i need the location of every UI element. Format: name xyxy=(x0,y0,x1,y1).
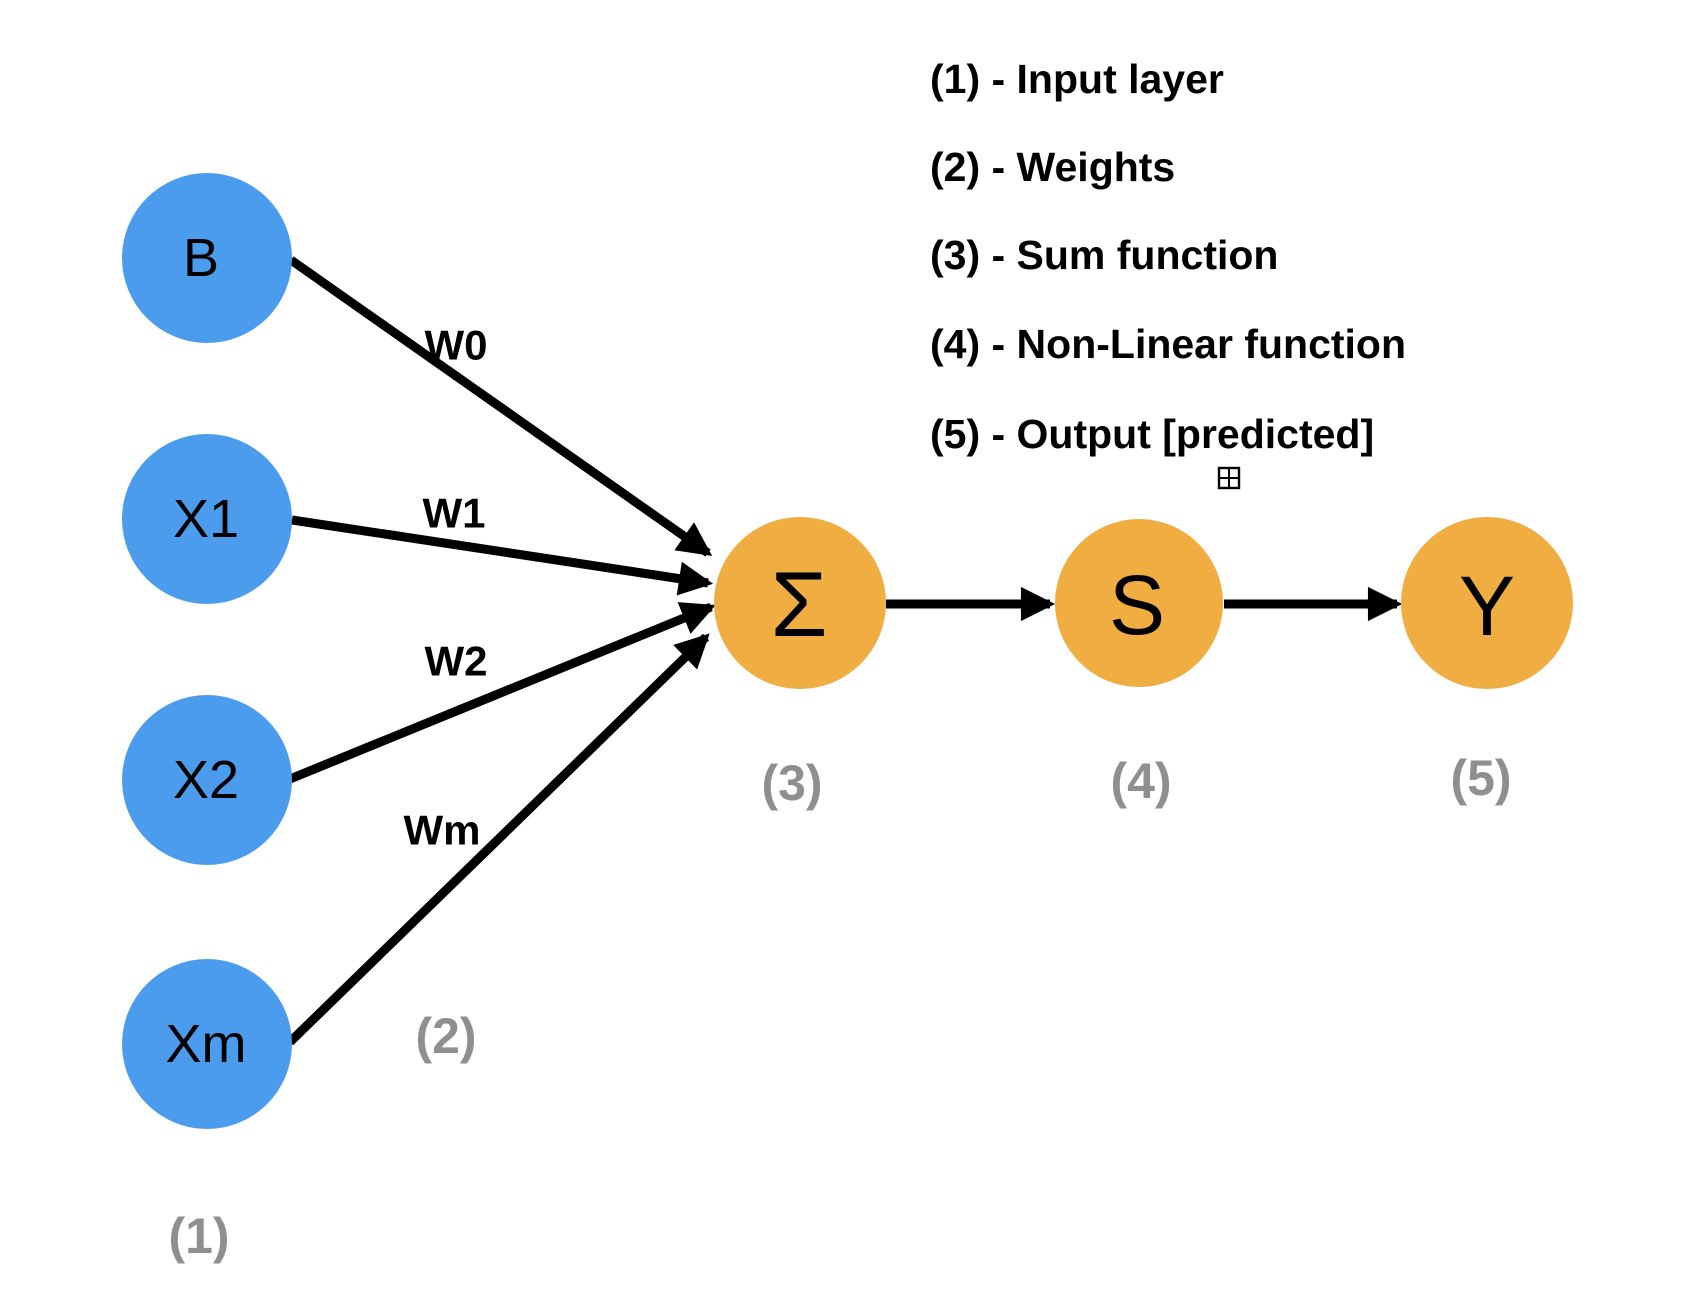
sum-node: Σ xyxy=(714,517,886,689)
input-node-xm-circle xyxy=(122,959,292,1129)
output-node-label: Y xyxy=(1459,559,1515,653)
legend-item-weights: (2) - Weights xyxy=(930,144,1175,190)
input-node-x1-label: X1 xyxy=(173,489,239,549)
boxed-plus-icon[interactable] xyxy=(1217,466,1241,490)
legend-item-output-predicted: (5) - Output [predicted] xyxy=(930,411,1374,457)
stage-marker-1: (1) xyxy=(168,1208,229,1264)
activation-node: S xyxy=(1055,519,1223,687)
input-node-b: B xyxy=(122,173,292,343)
legend-item-input-layer: (1) - Input layer xyxy=(930,56,1224,102)
input-node-x2-label: X2 xyxy=(173,750,239,810)
input-node-x1-circle xyxy=(122,434,292,604)
output-node: Y xyxy=(1401,517,1573,689)
edge-x1-to-sum xyxy=(291,515,714,596)
stage-marker-3: (3) xyxy=(761,755,822,811)
output-node-circle xyxy=(1401,517,1573,689)
input-node-b-circle xyxy=(122,173,292,343)
stage-markers: (1) (2) (3) (4) (5) xyxy=(168,750,1511,1264)
stage-marker-2: (2) xyxy=(415,1008,476,1064)
input-node-xm: Xm xyxy=(122,959,292,1129)
weight-label-w0: W0 xyxy=(425,322,488,369)
legend-item-sum-function: (3) - Sum function xyxy=(930,232,1278,278)
legend-item-non-linear-function: (4) - Non-Linear function xyxy=(930,321,1406,367)
edge-xm-to-sum xyxy=(286,633,710,1046)
activation-node-label: S xyxy=(1109,558,1165,652)
weight-label-wm: Wm xyxy=(404,807,481,854)
sum-node-label: Σ xyxy=(771,554,828,656)
connection-edges xyxy=(286,256,1403,1046)
weight-labels: W0 W1 W2 Wm xyxy=(404,322,488,854)
input-node-x2-circle xyxy=(122,695,292,865)
sum-node-circle xyxy=(714,517,886,689)
weight-label-w2: W2 xyxy=(425,638,488,685)
input-node-x1: X1 xyxy=(122,434,292,604)
input-node-b-label: B xyxy=(183,228,219,288)
stage-marker-5: (5) xyxy=(1450,750,1511,806)
activation-node-circle xyxy=(1055,519,1223,687)
edge-b-to-sum xyxy=(288,256,713,557)
input-node-xm-label: Xm xyxy=(166,1014,247,1074)
stage-marker-4: (4) xyxy=(1110,753,1171,809)
input-node-x2: X2 xyxy=(122,695,292,865)
edge-x2-to-sum xyxy=(288,602,716,784)
legend: (1) - Input layer (2) - Weights (3) - Su… xyxy=(930,56,1406,457)
weight-label-w1: W1 xyxy=(423,490,486,537)
